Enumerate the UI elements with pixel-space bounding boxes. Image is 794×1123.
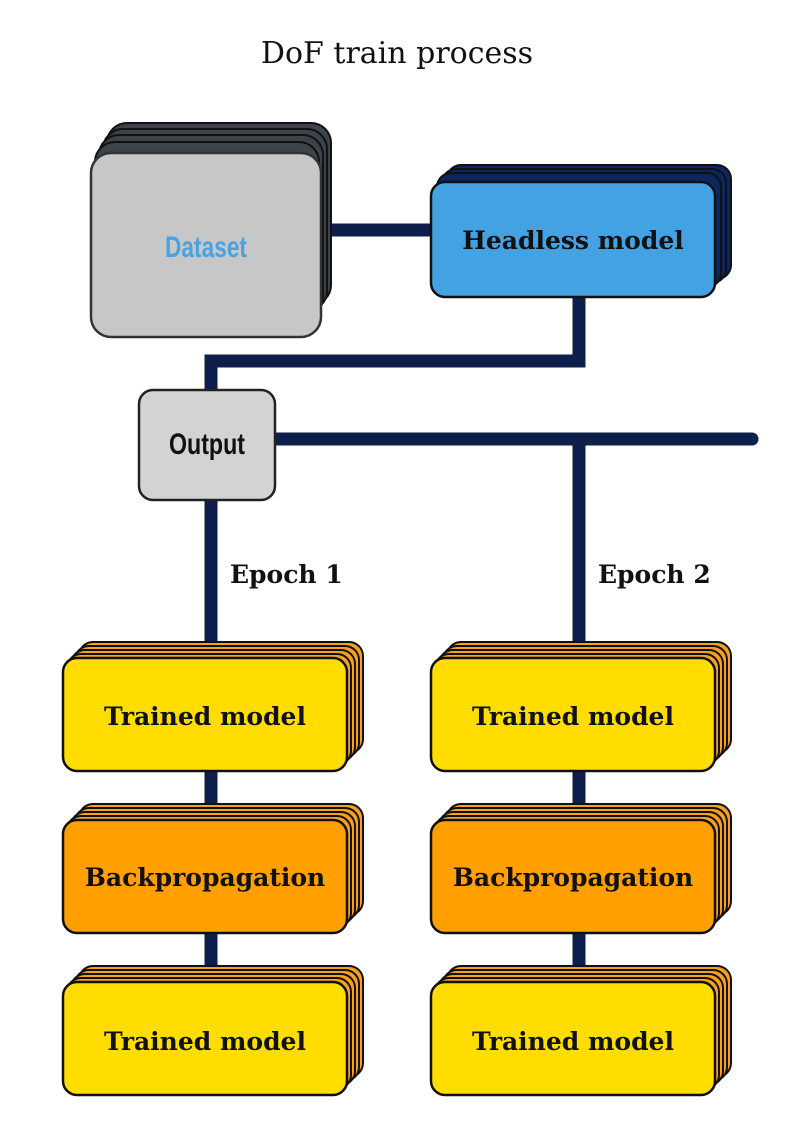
- step-box: [61, 656, 349, 773]
- epoch2-final-trained-model-node: Trained model: [429, 965, 732, 1097]
- epoch2-step1-label: Trained model: [472, 702, 674, 731]
- output-box: [137, 388, 277, 502]
- diagram-title: DoF train process: [261, 36, 533, 71]
- epoch2-step3-label: Trained model: [472, 1027, 674, 1056]
- epoch-2-label: Epoch 2: [598, 560, 711, 589]
- dataset-box: [89, 151, 323, 339]
- dataset-label: Dataset: [165, 231, 247, 264]
- output-node: Output: [137, 388, 277, 502]
- headless-to-output-line: [204, 297, 586, 390]
- step-box: [429, 818, 717, 935]
- output-label: Output: [169, 428, 245, 461]
- step-box: [61, 980, 349, 1097]
- epoch1-step1-label: Trained model: [104, 702, 306, 731]
- epoch1-step2-label: Backpropagation: [85, 863, 325, 892]
- epoch2-step2-label: Backpropagation: [453, 863, 693, 892]
- headless-model-label: Headless model: [462, 226, 683, 255]
- epoch1-final-trained-model-node: Trained model: [61, 965, 364, 1097]
- step-box: [429, 656, 717, 773]
- epoch2-trained-model-node: Trained model: [429, 641, 732, 773]
- epoch-2-branch: Trained model Backpropagation Trained mo…: [429, 641, 732, 1097]
- epoch1-backpropagation-node: Backpropagation: [61, 803, 364, 935]
- step-box: [429, 980, 717, 1097]
- dataset-node: Dataset: [89, 122, 332, 339]
- headless-model-node: Headless model: [429, 164, 732, 299]
- step-box: [61, 818, 349, 935]
- epoch1-trained-model-node: Trained model: [61, 641, 364, 773]
- epoch2-backpropagation-node: Backpropagation: [429, 803, 732, 935]
- epoch1-step3-label: Trained model: [104, 1027, 306, 1056]
- epoch-1-branch: Trained model Backpropagation Trained mo…: [61, 641, 364, 1097]
- connectors: [204, 223, 759, 972]
- headless-model-box: [429, 180, 717, 299]
- epoch-1-label: Epoch 1: [230, 560, 343, 589]
